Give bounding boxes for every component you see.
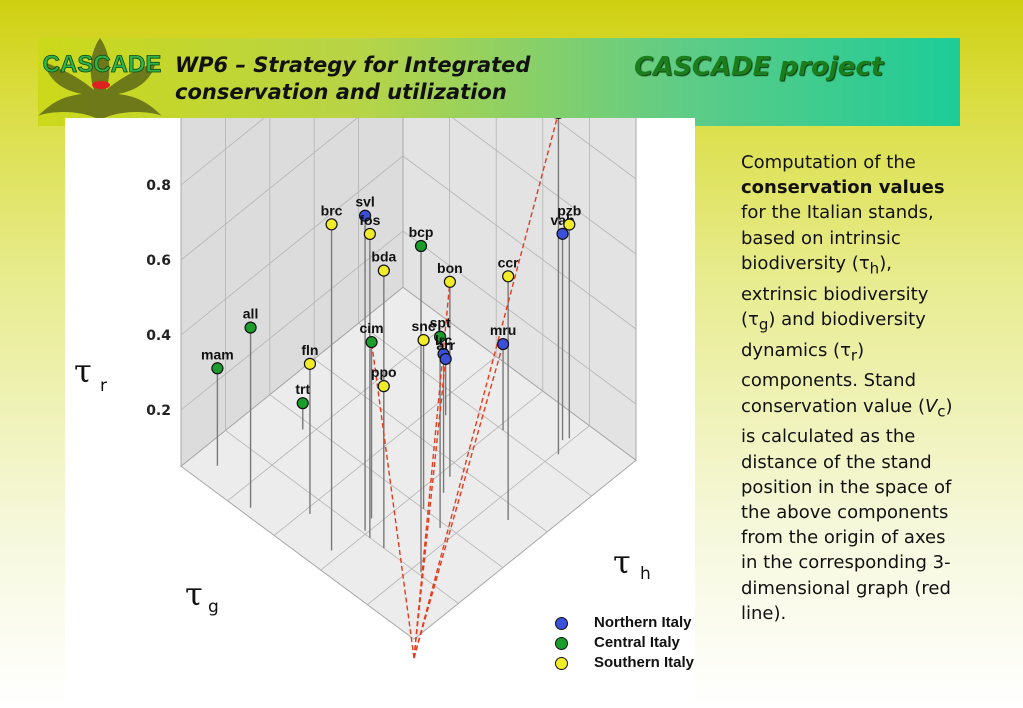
z-tick-label: 0.4 — [146, 328, 171, 344]
wp-title-line2: conservation and utilization — [175, 80, 507, 104]
description-text: Computation of the conservation values f… — [741, 152, 953, 624]
point-mam — [211, 362, 224, 375]
grid-line — [358, 322, 592, 497]
wp-title: WP6 – Strategy for Integrated conservati… — [175, 52, 605, 106]
point-label-arr: arr — [436, 337, 455, 353]
grid-line — [225, 430, 459, 604]
point-label-ppo: ppo — [371, 364, 397, 380]
point-label-ccr: ccr — [498, 254, 520, 270]
point-fos — [363, 227, 376, 241]
point-label-mru: mru — [490, 322, 516, 338]
scatter3d-chart: 0.20.40.60.81.0 bcpbrcsvlfosbdaccrmrsspt… — [146, 118, 637, 659]
point-brc — [325, 218, 338, 231]
point-svl — [358, 209, 372, 222]
z-tick-label: 0.2 — [146, 403, 171, 419]
distance-line-cim — [370, 341, 415, 659]
legend-marker-central — [555, 637, 568, 650]
legend-marker-northern — [555, 617, 568, 630]
point-trt — [296, 397, 309, 410]
grid-line — [227, 321, 450, 502]
point-ccr — [502, 270, 515, 283]
point-label-brc: brc — [321, 202, 343, 218]
point-mru — [496, 337, 510, 351]
point-snc — [417, 333, 430, 347]
point-label-cim: cim — [359, 320, 383, 336]
grid-line — [273, 356, 497, 536]
point-spt — [434, 330, 447, 343]
z-tick-label: 1.0 — [146, 118, 171, 119]
point-label-lrc: lrc — [435, 332, 452, 348]
y-axis-sub: g — [208, 597, 219, 617]
point-bon — [443, 275, 456, 288]
point-ppo — [377, 380, 390, 393]
distance-lines — [370, 118, 558, 659]
wp-title-line1: WP6 – Strategy for Integrated — [175, 53, 531, 77]
point-label-fos: fos — [359, 212, 380, 228]
point-bcp — [414, 239, 428, 253]
chart-ticks: 0.2 0.4 0.6 0.8 1.0 — [146, 118, 171, 419]
x-axis-symbol: τ — [613, 543, 631, 581]
z-axis-sub: r — [100, 376, 107, 396]
chart-panel: 0.20.40.60.81.0 bcpbrcsvlfosbdaccrmrsspt… — [65, 118, 695, 703]
point-label-trt: trt — [295, 381, 310, 397]
point-label-bon: bon — [437, 260, 463, 276]
point-label-all: all — [243, 306, 259, 322]
left-wall — [180, 118, 404, 468]
point-pzb — [563, 218, 576, 231]
point-label-bcp: bcp — [409, 224, 434, 240]
leaf-icon — [38, 38, 162, 120]
y-axis-symbol: τ — [185, 575, 203, 613]
z-tick-label: 0.6 — [146, 253, 171, 269]
point-label-pzb: pzb — [557, 202, 581, 218]
point-label-fln: fln — [301, 342, 318, 358]
point-arr — [439, 352, 452, 366]
grid-line — [320, 390, 544, 571]
legend-label-northern: Northern Italy — [594, 614, 692, 631]
header-banner — [38, 38, 960, 126]
logo-text: CASCADE — [43, 51, 162, 78]
point-vab — [556, 227, 569, 240]
distance-line-mrs — [413, 118, 558, 659]
x-axis-sub: h — [640, 564, 651, 584]
point-label-snc: snc — [412, 318, 436, 334]
legend-marker-southern — [555, 657, 568, 670]
grid-line — [269, 394, 504, 568]
point-all — [244, 321, 257, 334]
chart-points: bcpbrcsvlfosbdaccrmrssptbonsnccimlrcallf… — [201, 118, 581, 410]
grid-line — [367, 425, 590, 605]
distance-line-bon — [413, 281, 451, 659]
chart-stems — [216, 118, 571, 573]
point-cim — [365, 335, 378, 349]
point-label-bda: bda — [371, 249, 396, 265]
z-axis-symbol: τ — [74, 352, 92, 390]
point-label-svl: svl — [355, 194, 374, 210]
legend-label-central: Central Italy — [594, 634, 680, 651]
project-title: CASCADE project — [634, 52, 884, 82]
z-tick-label: 0.8 — [146, 178, 171, 194]
desc-bold: conservation values — [741, 177, 945, 199]
point-bda — [377, 264, 390, 277]
distance-line-mru — [413, 343, 504, 659]
point-label-mam: mam — [201, 346, 234, 362]
legend-label-southern: Southern Italy — [594, 654, 695, 671]
chart-walls — [180, 118, 637, 640]
point-fln — [303, 357, 317, 370]
point-label-spt: spt — [430, 315, 451, 331]
cascade-logo: CASCADE — [38, 38, 162, 120]
